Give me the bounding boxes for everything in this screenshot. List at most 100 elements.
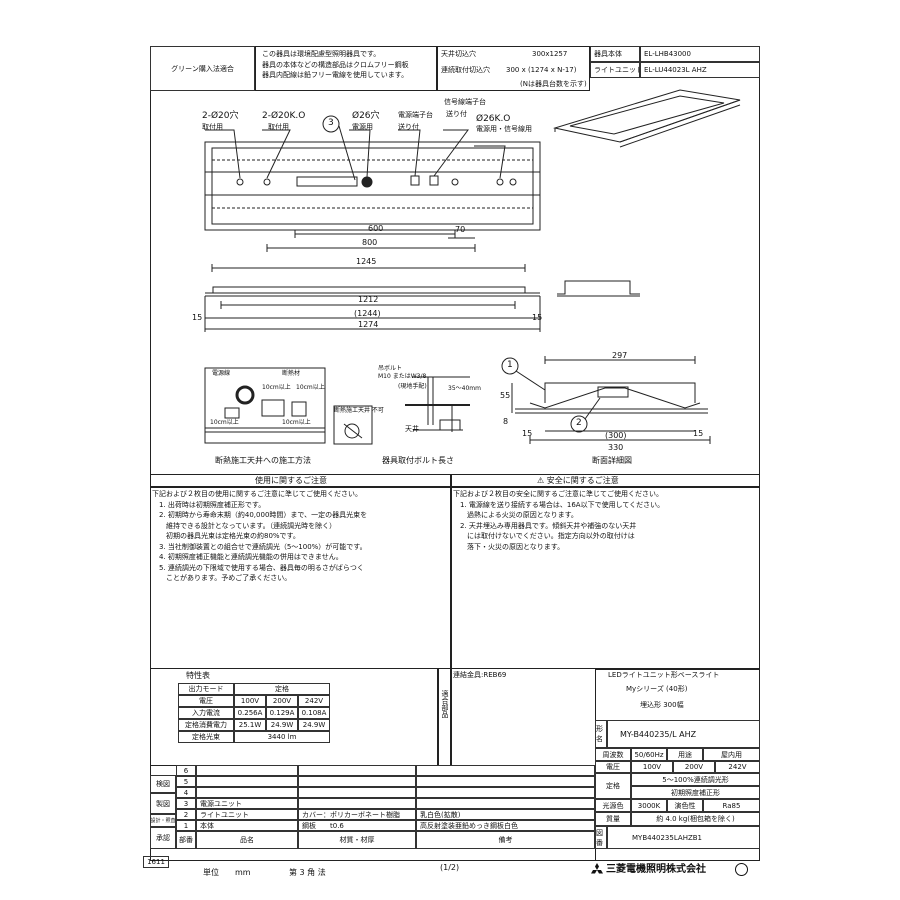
callout-1: 1 <box>507 360 513 370</box>
notices-title-line <box>150 486 760 488</box>
light-unit-value: EL-LU44023L AHZ <box>640 62 760 78</box>
unit-label: 単位 <box>203 868 219 877</box>
prod-voltage-label: 電圧 <box>595 761 631 773</box>
mass-label: 質量 <box>595 812 631 826</box>
body-value: EL-LHB43000 <box>640 46 760 62</box>
dim-600: 600 <box>368 224 384 233</box>
header-note-1: この器具は環境配慮型照明器具です。 <box>262 50 381 58</box>
label-26hole-sub: 電源用 <box>352 123 373 131</box>
sheet-no: 1611 <box>143 856 169 868</box>
dim-8: 8 <box>503 417 509 426</box>
safety-line: には取付けないでください。指定方向以外の取付けは <box>453 532 635 540</box>
voltage-label: 電圧 <box>178 695 234 707</box>
dim-297: 297 <box>612 351 628 360</box>
page-indicator: (1/2) <box>440 863 460 872</box>
dim-15c: 15 <box>522 429 533 438</box>
side-label-approve: 承認 <box>150 827 176 849</box>
bolt-lbl2: M10 またはW3/8 <box>378 373 427 380</box>
part-note: 乳白色(拡散) <box>416 809 595 820</box>
spec-power: 25.1W <box>234 719 266 731</box>
ceiling-cutout-value: 300x1257 <box>532 50 568 58</box>
continuous-label: 連続取付切込穴 <box>441 66 490 74</box>
part-name <box>196 776 298 787</box>
label-ko26: Ø26K.O <box>476 114 511 124</box>
flux-label: 定格光束 <box>178 731 234 743</box>
insulation-lbl6: 10cm以上 <box>282 419 311 426</box>
part-note: 高反射塗装亜鉛めっき鋼板白色 <box>416 820 595 831</box>
color-label: 光源色 <box>595 799 631 812</box>
freq-label: 周波数 <box>595 748 631 761</box>
model-value: MY-B440235/L AHZ <box>607 720 760 748</box>
usage-line: 初期の器具光束は定格光束の約80%です。 <box>152 532 300 540</box>
part-no: 6 <box>176 765 196 776</box>
color-value: 3000K <box>631 799 667 812</box>
dim-70: 70 <box>455 225 466 234</box>
usage-line: 1. 出荷時は初期照度補正形です。 <box>152 500 266 509</box>
spec-voltage: 242V <box>298 695 330 707</box>
side-label-design: 設計・照査 <box>150 814 176 827</box>
dim-15d: 15 <box>693 429 704 438</box>
callout-2: 2 <box>576 418 582 428</box>
usage-line: 4. 初期照度補正機能と連続調光機能の併用はできません。 <box>152 553 343 561</box>
n-note: (Nは器具台数を示す) <box>520 80 587 88</box>
part-note <box>416 798 595 809</box>
notices-block <box>150 474 760 669</box>
side-label-draft: 製図 <box>150 793 176 814</box>
safety-line: 2. 天井埋込み専用器具です。傾斜天井や補強のない天井 <box>453 521 637 530</box>
dim-55: 55 <box>500 391 511 400</box>
drawing-no-label: 図番 <box>595 826 607 849</box>
light-unit-label: ライトユニット <box>590 62 640 78</box>
usage-line: ことがあります。予めご了承ください。 <box>152 574 292 582</box>
warning-icon: ⚠ <box>537 476 547 485</box>
bolt-dim: 35～40mm <box>448 385 481 392</box>
mass-value: 約 4.0 kg(梱包箱を除く) <box>631 812 760 826</box>
bolt-lbl1: 吊ボルト <box>378 365 403 372</box>
header-note-2: 器具の本体などの構造部品はクロムフリー鋼板 <box>262 60 409 69</box>
rated-label: 定格 <box>595 773 631 799</box>
projection: 第 3 角 法 <box>289 868 326 877</box>
cri-value: Ra85 <box>703 799 760 812</box>
part-material <box>298 787 416 798</box>
product-line3: 埋込形 300幅 <box>640 701 684 709</box>
usage-line: 維持できる設計となっています。（連続調光時を除く） <box>152 521 337 530</box>
side-label-check: 検図 <box>150 775 176 793</box>
circle-mark-icon <box>735 863 748 876</box>
prod-voltage: 100V <box>631 761 673 773</box>
spec-power: 24.9W <box>298 719 330 731</box>
part-name: 電源ユニット <box>196 798 298 809</box>
part-name: ライトユニット <box>196 809 298 820</box>
continuous-value: 300 x (1274 x N-17) <box>506 66 577 74</box>
dim-1212: 1212 <box>358 295 379 304</box>
safety-title-text: 安全に関するご注意 <box>546 476 619 485</box>
rated-line1: 5～100%連続調光形 <box>631 773 760 786</box>
part-no: 1 <box>176 820 196 831</box>
unit-value: mm <box>235 868 251 877</box>
rated-line2: 初期照度補正形 <box>631 786 760 799</box>
specs-title: 特性表 <box>186 671 210 680</box>
dim-330: 330 <box>608 443 624 452</box>
parts-header-name: 品名 <box>196 831 298 849</box>
part-no: 3 <box>176 798 196 809</box>
spec-current: 0.256A <box>234 707 266 719</box>
label-26hole: Ø26穴 <box>352 111 380 121</box>
dim-800: 800 <box>362 238 378 247</box>
usage-title: 使用に関するご注意 <box>255 476 327 485</box>
parts-header-material: 材質・材厚 <box>298 831 416 849</box>
dim-1274: 1274 <box>358 320 379 329</box>
freq-value: 50/60Hz <box>631 748 667 761</box>
part-material <box>298 765 416 776</box>
accessory-value: 連結金具:REB69 <box>453 671 507 679</box>
part-material <box>298 776 416 787</box>
part-name <box>196 765 298 776</box>
header-notes: この器具は環境配慮型照明器具です。 器具の本体などの構造部品はクロムフリー鋼板 … <box>255 46 437 91</box>
green-purchase-label: グリーン購入法適合 <box>150 46 255 91</box>
use-value: 屋内用 <box>703 748 760 761</box>
part-material: カバー：ポリカーボネート樹脂 <box>298 809 416 820</box>
safety-lines: 下記および２枚目の安全に関するご注意に準じてご使用ください。 1. 電源線を送り… <box>453 489 664 552</box>
label-hole20: 2-Ø20穴 <box>202 111 239 121</box>
insulation-note: 断熱施工天井 不可 <box>334 407 384 414</box>
spec-power: 24.9W <box>266 719 298 731</box>
section-title: 断面詳細図 <box>592 456 632 465</box>
insulation-lbl4: 10cm以上 <box>296 384 325 391</box>
